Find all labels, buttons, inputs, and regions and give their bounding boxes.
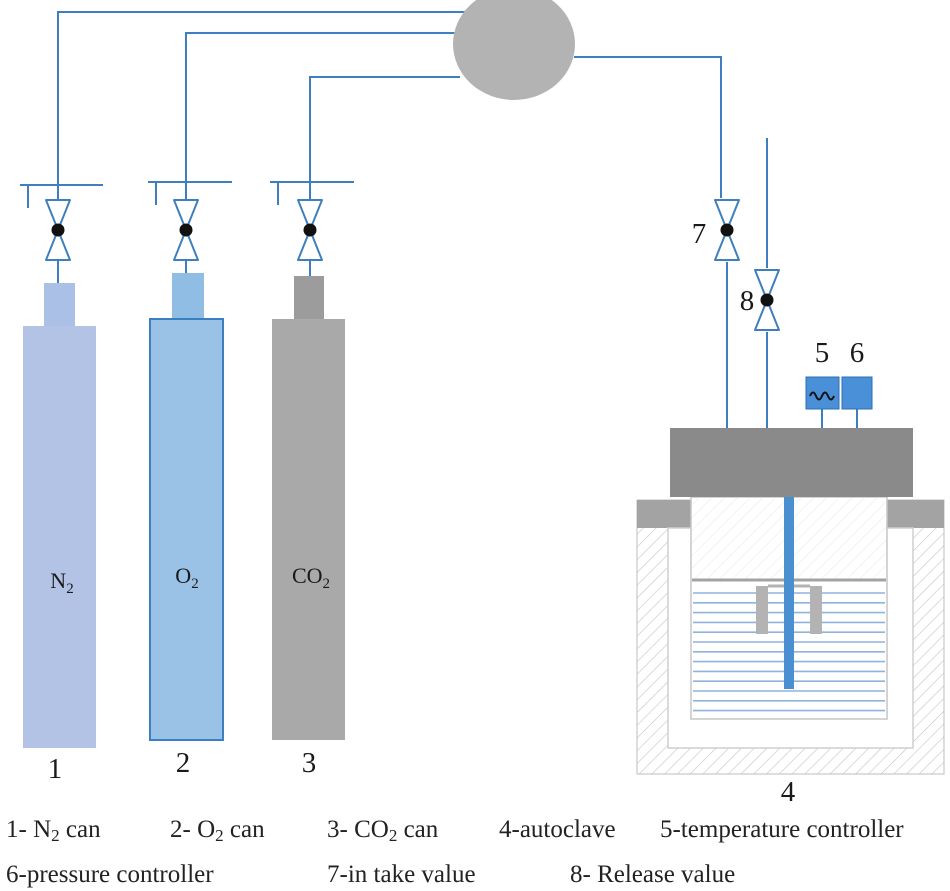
legend-temperature-controller: 5-temperature controller xyxy=(660,816,904,843)
cylinder-1-body xyxy=(23,326,96,748)
pipe-mixer-to-autoclave xyxy=(574,56,722,198)
cylinder-1-cap xyxy=(44,283,75,327)
number-labels: 1 2 3 4 7 8 5 6 xyxy=(48,218,865,808)
valve-2-knob xyxy=(179,223,193,237)
valve-1 xyxy=(45,199,71,261)
gas-mixer xyxy=(453,0,575,100)
autoclave xyxy=(636,428,945,775)
pipe-n2-to-mixer xyxy=(57,11,490,205)
cylinder-2-body xyxy=(149,318,224,741)
pressure-controller-number: 6 xyxy=(850,337,865,369)
cylinder-2-number: 2 xyxy=(176,747,191,779)
baffle-left xyxy=(756,586,768,634)
pipe-co2-to-mixer xyxy=(309,76,460,205)
jacket-rim-right xyxy=(887,500,944,528)
autoclave-number: 4 xyxy=(781,776,796,808)
cylinder-3-number: 3 xyxy=(302,747,317,779)
cylinder-1-number: 1 xyxy=(48,753,63,785)
legend-autoclave: 4-autoclave xyxy=(499,816,616,843)
jacket-rim-left xyxy=(637,500,691,528)
intake-valve xyxy=(714,199,740,261)
valve-3-knob xyxy=(303,223,317,237)
cylinder-2-label: O2 xyxy=(175,563,198,592)
autoclave-lid xyxy=(670,428,913,497)
cylinder-3-label: CO2 xyxy=(292,563,330,592)
intake-valve-number: 7 xyxy=(692,218,707,250)
cylinder-1-label: N2 xyxy=(50,568,73,597)
legend-intake-valve: 7-in take value xyxy=(327,861,476,888)
temperature-controller-number: 5 xyxy=(815,337,830,369)
legend-co2-can: 3- CO2 can xyxy=(327,816,439,845)
baffle-right xyxy=(810,586,822,634)
release-valve-knob xyxy=(760,293,774,307)
valve-3 xyxy=(297,199,323,261)
release-valve xyxy=(754,269,780,331)
cylinder-2-cap xyxy=(172,273,204,320)
legend-o2-can: 2- O2 can xyxy=(170,816,265,845)
pressure-controller xyxy=(841,376,873,410)
cylinder-3-cap xyxy=(294,276,324,320)
legend-n2-can: 1- N2 can xyxy=(6,816,101,845)
valves xyxy=(45,199,780,331)
stirrer-shaft xyxy=(784,497,794,689)
valve-2 xyxy=(173,199,199,261)
intake-valve-knob xyxy=(720,223,734,237)
valve-1-knob xyxy=(51,223,65,237)
legend-release-valve: 8- Release value xyxy=(570,861,736,888)
release-valve-number: 8 xyxy=(740,285,755,317)
gas-cylinders: N2 O2 CO2 xyxy=(23,273,345,748)
legend-pressure-controller: 6-pressure controller xyxy=(6,861,214,888)
cylinder-3-body xyxy=(272,319,345,740)
pipe-o2-to-mixer xyxy=(185,32,460,205)
temperature-sensor-icon xyxy=(809,391,835,401)
